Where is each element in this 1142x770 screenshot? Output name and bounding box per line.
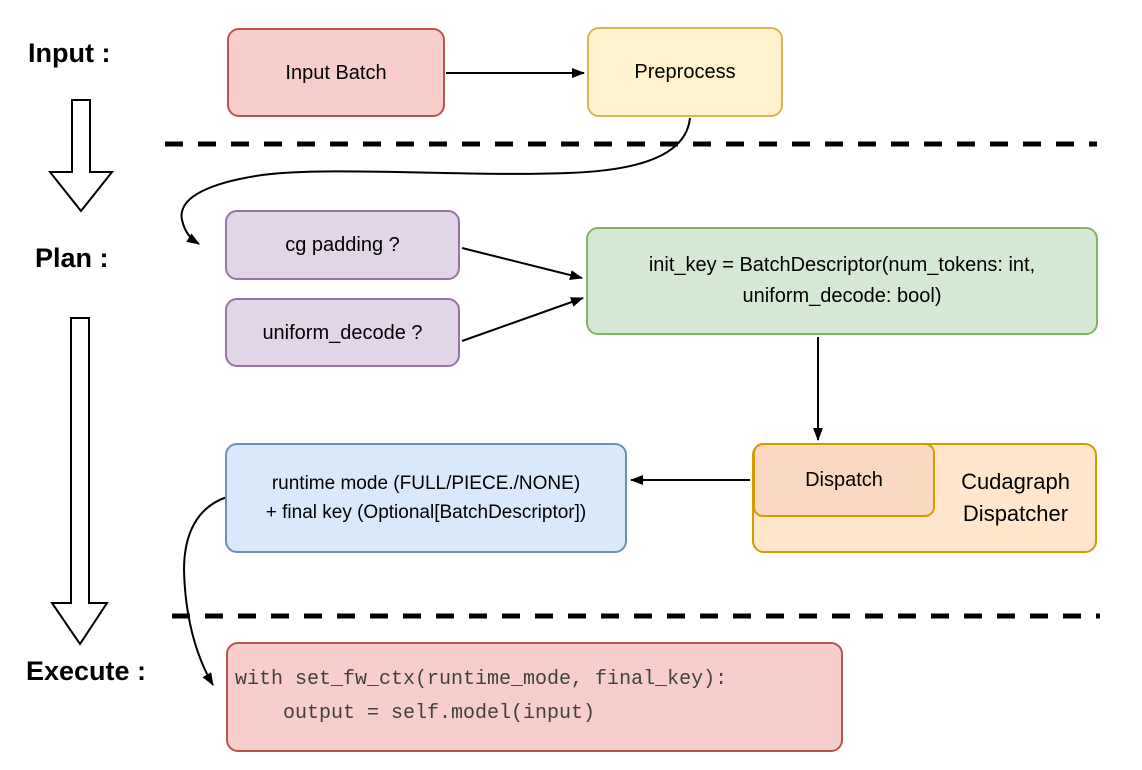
- node-uniform-decode-label: uniform_decode ?: [262, 321, 423, 344]
- down-arrow-plan-to-execute-icon: [50, 317, 109, 646]
- node-input-batch: Input Batch: [227, 28, 445, 117]
- arrow-cgpadding-to-initkey: [461, 247, 583, 280]
- node-input-batch-label: Input Batch: [285, 61, 387, 84]
- node-execute-code-line2: output = self.model(input): [235, 702, 596, 725]
- input-section-label: Input :: [28, 38, 111, 68]
- node-runtime-result-line1: runtime mode (FULL/PIECE./NONE): [271, 473, 581, 494]
- arrow-runtimemode-to-execute: [182, 496, 228, 686]
- node-dispatch-label: Dispatch: [805, 469, 883, 491]
- arrow-preprocess-to-cgpadding: [180, 117, 691, 245]
- arrow-uniformdecode-to-initkey: [461, 297, 584, 342]
- plan-section-label: Plan :: [35, 243, 109, 273]
- execute-section-label: Execute :: [26, 656, 147, 686]
- node-cg-padding: cg padding ?: [225, 210, 460, 280]
- node-cudagraph-dispatcher-label: Cudagraph Dispatcher: [936, 445, 1095, 551]
- node-runtime-result: runtime mode (FULL/PIECE./NONE) + final …: [225, 443, 627, 553]
- node-preprocess: Preprocess: [587, 27, 783, 117]
- node-uniform-decode: uniform_decode ?: [225, 298, 460, 367]
- node-init-key-line2: uniform_decode: bool): [742, 285, 942, 307]
- node-preprocess-label: Preprocess: [634, 61, 736, 83]
- node-execute-code: with set_fw_ctx(runtime_mode, final_key)…: [226, 642, 843, 752]
- node-init-key: init_key = BatchDescriptor(num_tokens: i…: [586, 227, 1098, 335]
- down-arrow-input-to-plan-icon: [47, 99, 115, 213]
- node-execute-code-line1: with set_fw_ctx(runtime_mode, final_key)…: [235, 668, 728, 691]
- node-dispatch: Dispatch: [753, 443, 935, 517]
- node-cudagraph-dispatcher-line2: Dispatcher: [962, 501, 1069, 526]
- node-cg-padding-label: cg padding ?: [285, 234, 400, 256]
- node-cudagraph-dispatcher-line1: Cudagraph: [961, 469, 1070, 494]
- node-runtime-result-line2: + final key (Optional[BatchDescriptor]): [265, 502, 587, 523]
- node-init-key-line1: init_key = BatchDescriptor(num_tokens: i…: [648, 254, 1036, 276]
